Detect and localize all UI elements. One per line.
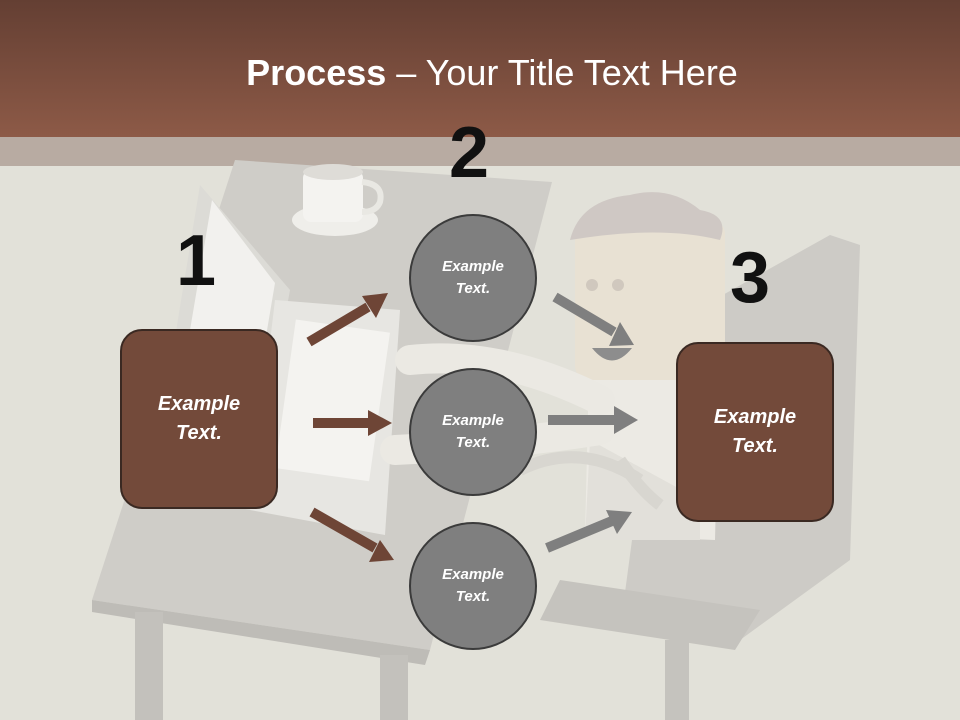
step-number-3: 3 (730, 238, 771, 318)
title-banner-strip (0, 137, 960, 166)
step-number-1: 1 (176, 221, 217, 301)
arrow-2a-to-3 (552, 292, 617, 337)
title-rest: – Your Title Text Here (386, 52, 738, 93)
page-title: Process – Your Title Text Here (0, 52, 960, 94)
arrow-1-to-2c (309, 507, 378, 553)
step-2-circle-bottom: Example Text. (409, 522, 537, 650)
step-3-box: Example Text. (676, 342, 834, 522)
step-1-box: Example Text. (120, 329, 278, 509)
title-banner (0, 0, 960, 137)
step-number-2: 2 (449, 113, 490, 193)
title-bold: Process (246, 52, 387, 93)
step-1-text: Example Text. (157, 393, 241, 444)
arrow-1-to-2a (306, 302, 371, 347)
step-2-text-top: Example Text. (442, 257, 504, 298)
step-2-circle-middle: Example Text. (409, 368, 537, 496)
step-3-text: Example Text. (713, 406, 797, 457)
step-2-text-bottom: Example Text. (442, 565, 504, 606)
arrow-2c-to-3 (545, 516, 614, 553)
step-2-text-middle: Example Text. (442, 411, 504, 452)
step-2-circle-top: Example Text. (409, 214, 537, 342)
